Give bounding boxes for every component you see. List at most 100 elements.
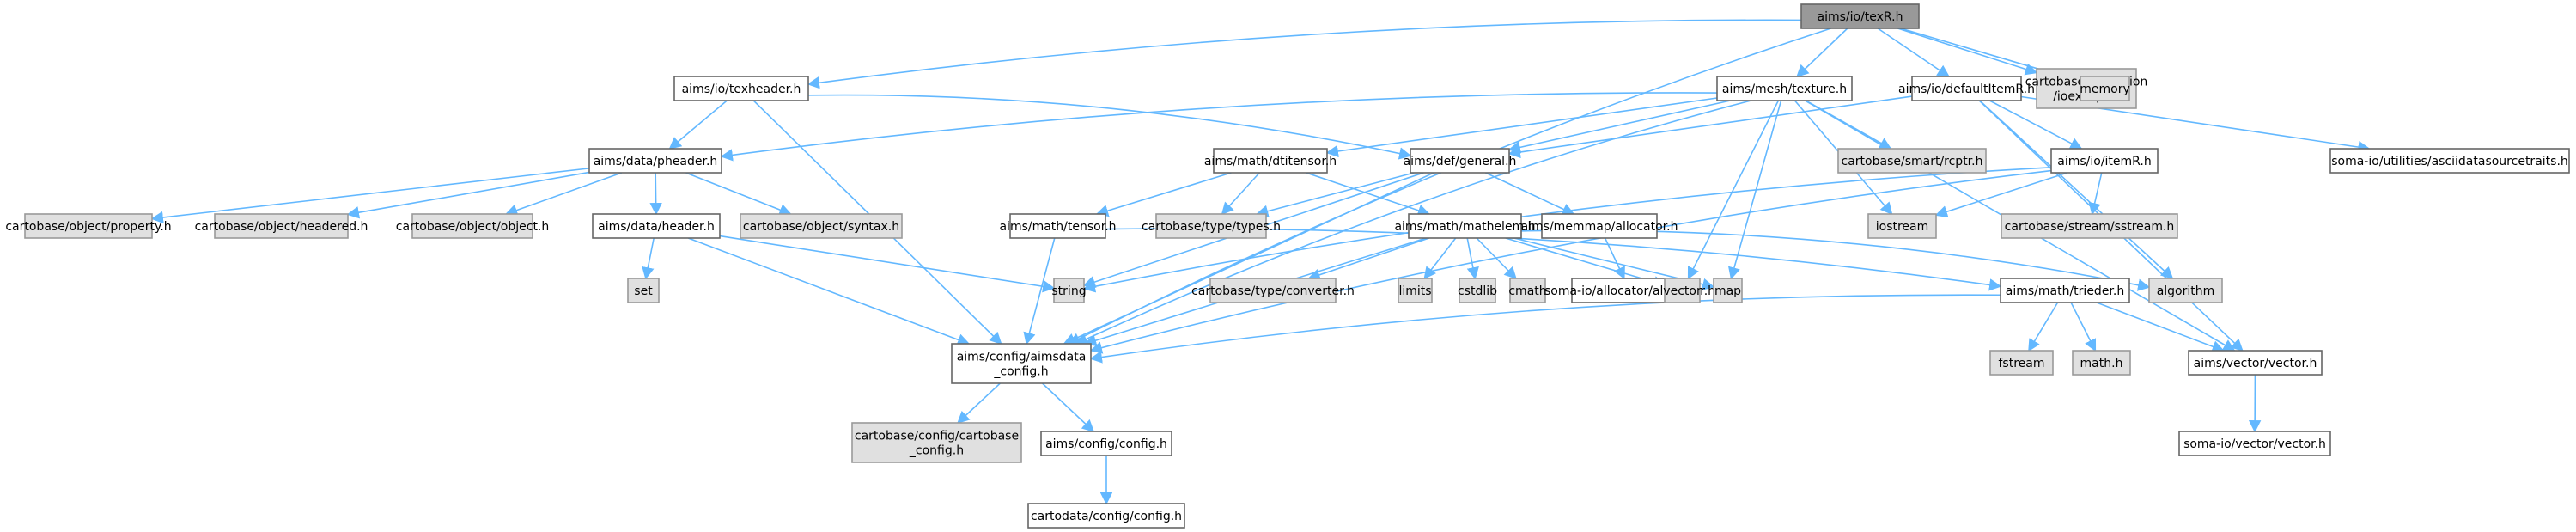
edge-pheader-to-syntax [685, 172, 792, 216]
node-converter[interactable]: cartobase/type/converter.h [1191, 278, 1355, 303]
node-label: aims/config/aimsdata [957, 351, 1087, 364]
node-label: aims/math/tensor.h [999, 220, 1116, 234]
node-aimsconfig[interactable]: aims/config/config.h [1040, 431, 1172, 456]
edge-dtitensor-to-tensor [1095, 172, 1232, 217]
node-box [24, 213, 153, 239]
node-dtitensor[interactable]: aims/math/dtitensor.h [1204, 148, 1337, 174]
node-header[interactable]: aims/data/header.h [592, 213, 721, 239]
edge-texture-to-vector [1687, 100, 1780, 280]
node-box [1040, 431, 1172, 456]
node-box [2072, 350, 2131, 376]
node-cmath[interactable]: cmath [1508, 278, 1547, 303]
node-label: cartobase/type/converter.h [1191, 284, 1355, 298]
node-box [592, 213, 721, 239]
node-object[interactable]: cartobase/object/object.h [396, 213, 550, 239]
node-fstream[interactable]: fstream [1989, 350, 2054, 376]
node-memory[interactable]: memory [2080, 76, 2130, 101]
node-mathelem[interactable]: aims/math/mathelem.h [1394, 213, 1536, 239]
node-itemR[interactable]: aims/io/itemR.h [2050, 148, 2159, 174]
node-vector[interactable]: vector [1663, 278, 1702, 303]
node-general[interactable]: aims/def/general.h [1404, 148, 1517, 174]
node-label: cartobase/object/syntax.h [743, 220, 899, 234]
edge-itemR-to-iostream [1934, 172, 2067, 218]
node-cstdlib[interactable]: cstdlib [1458, 278, 1497, 303]
node-label: aims/io/texheader.h [682, 83, 801, 96]
node-label: aims/io/itemR.h [2057, 155, 2151, 168]
edge-trieder-to-aimsdataconfig [1089, 294, 2001, 364]
node-aimsdataconfig[interactable]: aims/config/aimsdata_config.h [951, 343, 1092, 384]
node-box [2001, 213, 2178, 239]
node-mathh[interactable]: math.h [2072, 350, 2131, 376]
node-iostream[interactable]: iostream [1867, 213, 1937, 239]
node-label: limits [1398, 284, 1431, 298]
node-label: cartobase/stream/sstream.h [2005, 220, 2175, 234]
node-box [2050, 148, 2159, 174]
node-box [2080, 76, 2130, 101]
node-defaultItemR[interactable]: aims/io/defaultItemR.h [1898, 76, 2035, 101]
node-limits[interactable]: limits [1398, 278, 1433, 303]
edge-general-to-memallocator [1485, 172, 1575, 216]
node-algorithm[interactable]: algorithm [2148, 278, 2223, 303]
node-box [1408, 213, 1522, 239]
node-label: cartobase/object/property.h [5, 220, 171, 234]
node-texheader[interactable]: aims/io/texheader.h [673, 76, 809, 101]
edge-pheader-to-object [504, 172, 623, 217]
node-property[interactable]: cartobase/object/property.h [5, 213, 172, 239]
node-types[interactable]: cartobase/type/types.h [1142, 213, 1281, 239]
node-set[interactable]: set [627, 278, 660, 303]
node-texture[interactable]: aims/mesh/texture.h [1716, 76, 1853, 101]
node-box [1410, 148, 1510, 174]
node-headered[interactable]: cartobase/object/headered.h [195, 213, 368, 239]
edge-texture-to-dtitensor [1325, 97, 1718, 158]
edge-tensor-to-aimsdataconfig [1023, 237, 1056, 345]
node-cartodataconfig[interactable]: cartodata/config/config.h [1027, 503, 1185, 529]
node-label: cartobase/object/object.h [396, 220, 550, 234]
edge-trieder-to-fstream [2028, 302, 2059, 352]
edge-texture-to-general [1507, 100, 1731, 154]
node-label: cartodata/config/config.h [1031, 510, 1182, 523]
node-texR[interactable]: aims/io/texR.h [1800, 3, 1920, 29]
node-label: aims/mesh/texture.h [1722, 83, 1847, 96]
node-label: aims/memmap/allocator.h [1521, 220, 1678, 234]
edge-itemR-to-sstream [2088, 172, 2103, 216]
edge-dtitensor-to-types [1221, 172, 1260, 216]
edge-header-to-string [719, 235, 1056, 293]
edge-texheader-to-general [807, 94, 1412, 160]
node-label: soma-io/utilities/asciidatasourcetraits.… [2331, 155, 2568, 168]
node-map[interactable]: map [1713, 278, 1743, 303]
node-pheader[interactable]: aims/data/pheader.h [588, 148, 722, 174]
node-box [1155, 213, 1267, 239]
node-box [2000, 278, 2130, 303]
node-sstream[interactable]: cartobase/stream/sstream.h [2001, 213, 2178, 239]
edges-layer [150, 19, 2371, 505]
node-label: soma-io/vector/vector.h [2183, 437, 2326, 451]
edge-header-to-aimsdataconfig [687, 237, 971, 346]
node-asciitraits[interactable]: soma-io/utilities/asciidatasourcetraits.… [2329, 148, 2570, 174]
node-aimsvector[interactable]: aims/vector/vector.h [2188, 350, 2323, 376]
node-syntax[interactable]: cartobase/object/syntax.h [740, 213, 903, 239]
node-cartobaseconfig[interactable]: cartobase/config/cartobase_config.h [851, 422, 1022, 463]
node-trieder[interactable]: aims/math/trieder.h [2000, 278, 2130, 303]
edge-texture-to-aimsdataconfig [1075, 100, 1751, 345]
node-memallocator[interactable]: aims/memmap/allocator.h [1521, 213, 1678, 239]
node-box [2188, 350, 2323, 376]
edge-defaultItemR-to-itemR [1988, 100, 2083, 150]
node-label: aims/data/header.h [598, 220, 715, 234]
edge-trieder-to-aimsvector [2096, 302, 2225, 353]
node-box [1009, 213, 1106, 239]
node-string[interactable]: string [1051, 278, 1087, 303]
node-label: aims/data/pheader.h [594, 155, 718, 168]
node-rcptr[interactable]: cartobase/smart/rcptr.h [1837, 148, 1987, 174]
node-box [627, 278, 660, 303]
node-box [1459, 278, 1496, 303]
node-box [673, 76, 809, 101]
edge-aimsdataconfig-to-cartobaseconfig [957, 382, 1001, 424]
node-label: cstdlib [1458, 284, 1497, 298]
node-tensor[interactable]: aims/math/tensor.h [999, 213, 1117, 239]
edge-mathelem-to-limits [1423, 237, 1457, 280]
node-somavector[interactable]: soma-io/vector/vector.h [2178, 431, 2331, 456]
node-box [2148, 278, 2223, 303]
edge-aimsdataconfig-to-aimsconfig [1041, 382, 1095, 432]
node-label: aims/config/config.h [1045, 437, 1167, 451]
node-box [1209, 278, 1337, 303]
